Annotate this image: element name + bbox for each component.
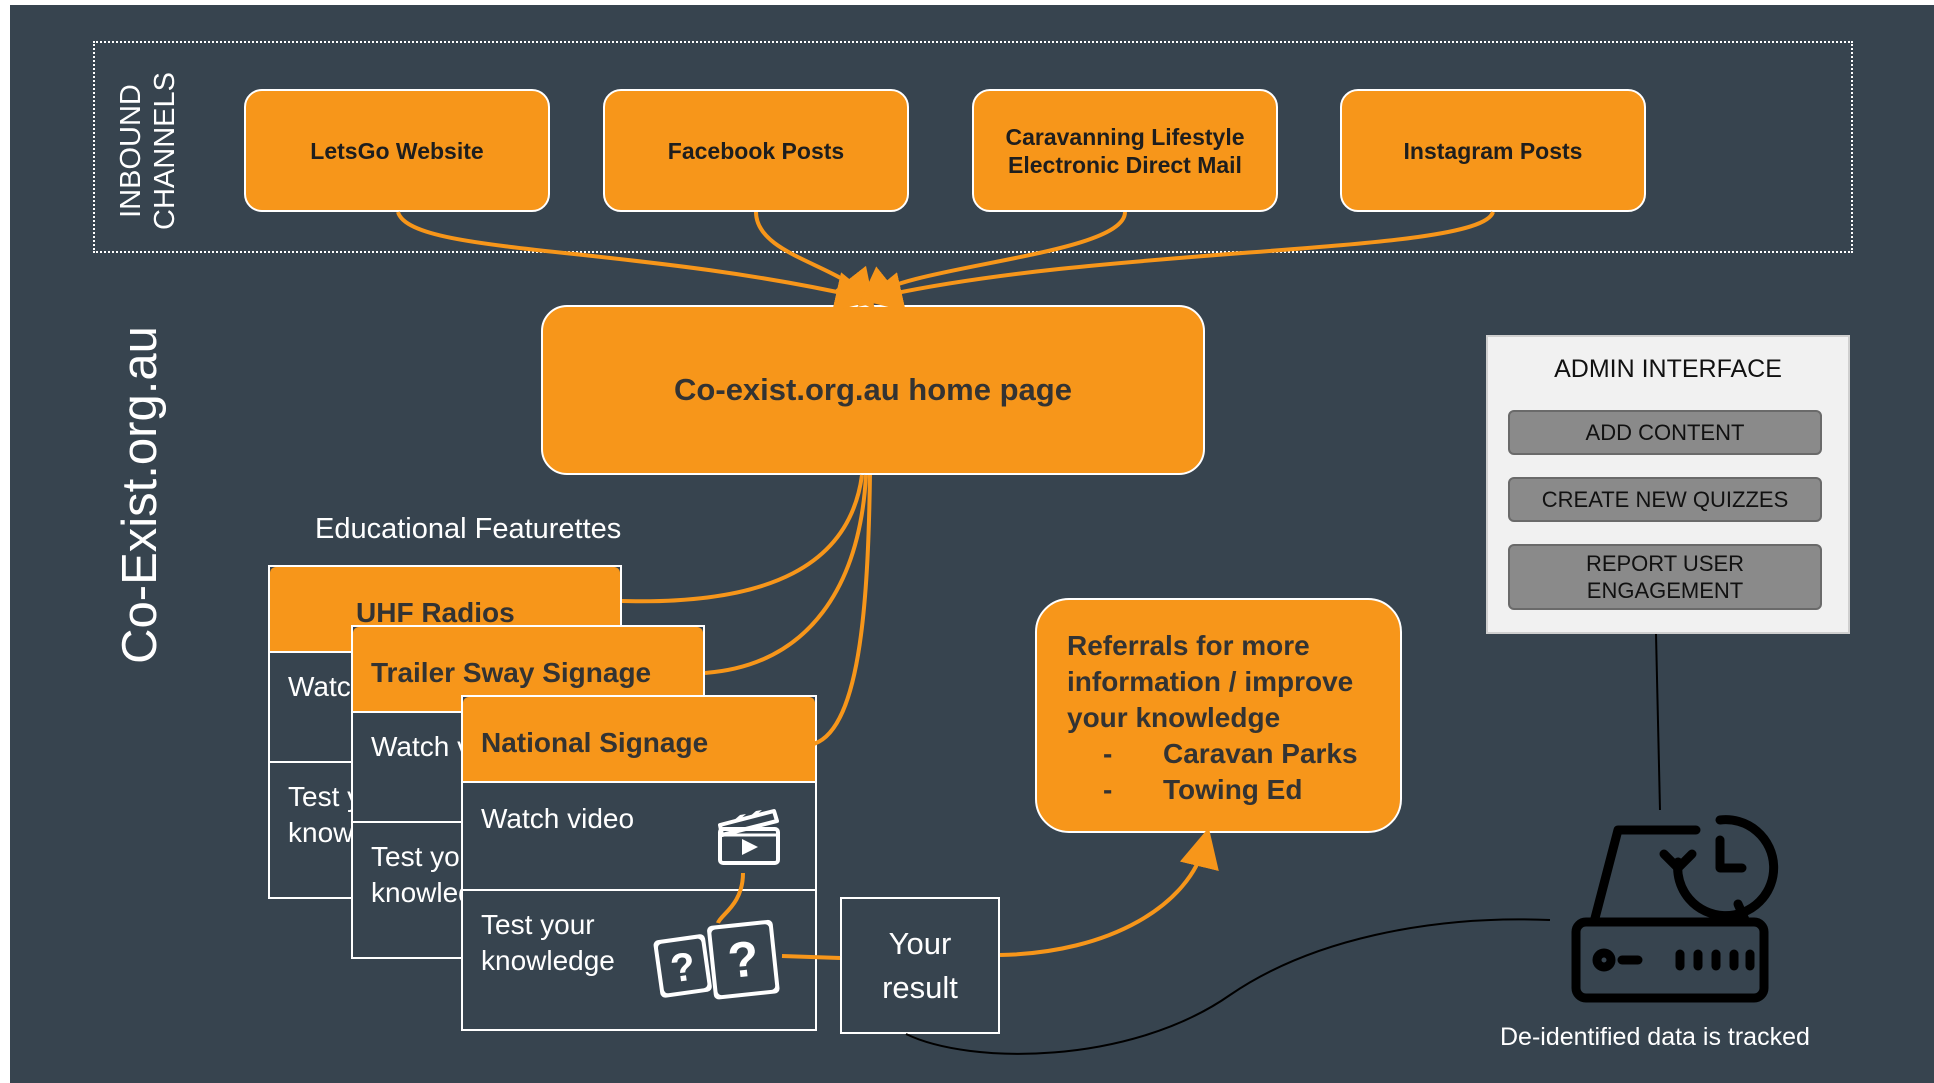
deidentified-data-note: De-identified data is tracked [1500,1023,1810,1051]
channel-instagram-posts: Instagram Posts [1340,89,1646,212]
clapperboard-icon [718,809,780,865]
admin-interface-panel: ADMIN INTERFACE ADD CONTENT CREATE NEW Q… [1486,335,1850,634]
connector-lines [396,211,1661,1055]
referrals-box: Referrals for more information / improve… [1035,598,1402,833]
card-test-knowledge-row[interactable]: Test your knowledge ? ? [463,889,815,1029]
connector-edm-to-home [857,211,1127,307]
your-result-box: Your result [840,897,1000,1034]
connector-result-to-referral [999,827,1219,957]
connector-home-to-uhf [621,474,864,604]
question-cards-icon: ? ? [653,919,780,1000]
connector-home-to-trailer [704,474,868,675]
referrals-text: Referrals for more information / improve… [1067,630,1354,733]
report-user-engagement-button[interactable]: REPORT USER ENGAGEMENT [1508,544,1822,610]
card-watch-video-row[interactable]: Watch video [463,781,815,891]
referral-bullet: -Caravan Parks [1103,738,1358,769]
connector-instagram-to-home [862,211,1495,312]
server-clock-icon [1571,815,1779,1003]
channel-letsgo-website: LetsGo Website [244,89,550,212]
inbound-channels-frame [93,41,1853,253]
add-content-button[interactable]: ADD CONTENT [1508,410,1822,455]
educational-featurettes-title: Educational Featurettes [315,513,622,545]
create-new-quizzes-button[interactable]: CREATE NEW QUIZZES [1508,477,1822,522]
diagram-canvas: INBOUND CHANNELS Co-Exist.org.au LetsGo … [10,5,1934,1083]
connector-quiz-to-result [781,954,841,960]
admin-interface-title: ADMIN INTERFACE [1554,355,1782,383]
connector-result-to-server [905,918,1551,1055]
connector-letsgo-to-home [396,211,876,312]
connector-admin-to-server [1655,633,1661,811]
svg-text:?: ? [725,930,761,989]
connector-facebook-to-home [754,211,875,310]
home-page-box: Co-exist.org.au home page [541,305,1205,475]
featurette-card-national-signage: National Signage Watch video Test your k… [461,695,817,1031]
channel-facebook-posts: Facebook Posts [603,89,909,212]
channel-caravanning-edm: Caravanning Lifestyle Electronic Direct … [972,89,1278,212]
card-title: National Signage [463,697,815,781]
referral-bullet: -Towing Ed [1103,774,1303,805]
svg-text:?: ? [668,944,698,991]
connector-home-to-national [809,474,872,747]
connector-video-to-quiz [716,872,745,924]
